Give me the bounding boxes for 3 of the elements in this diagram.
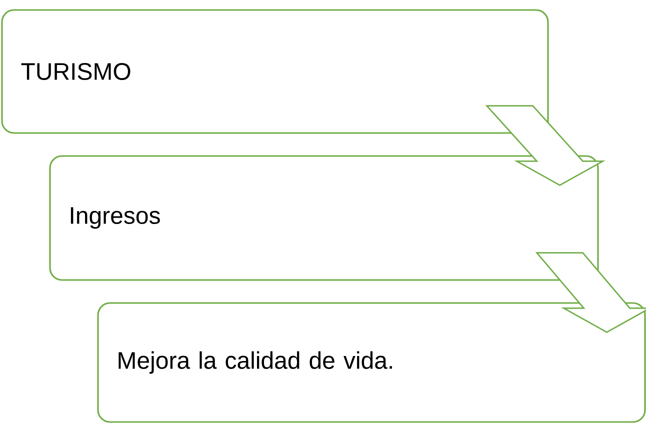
process-box: TURISMO [1,9,549,134]
process-box: Ingresos [49,155,599,281]
process-box: Mejora la calidad de vida. [97,302,646,423]
